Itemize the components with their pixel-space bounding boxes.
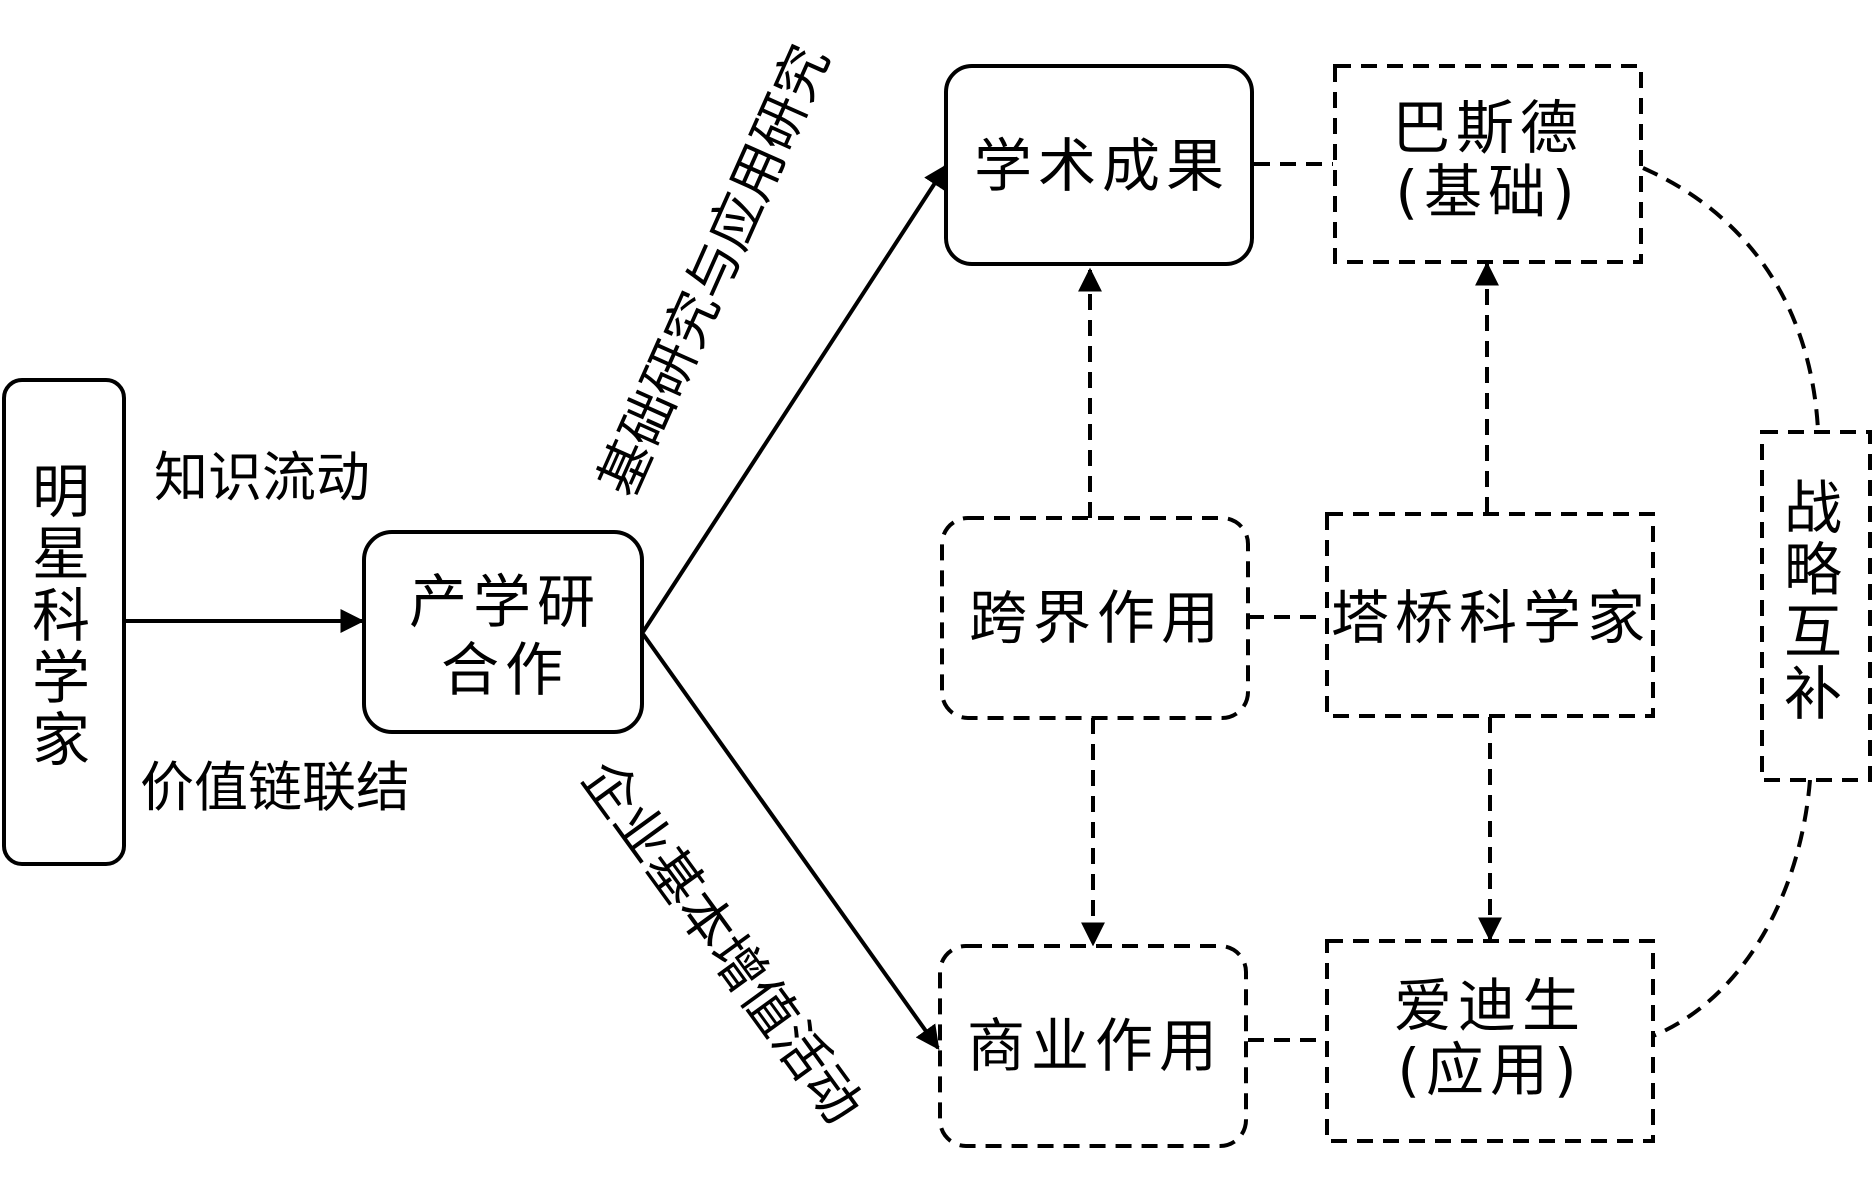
node-academic-output	[944, 64, 1254, 266]
node-pasteur-line1: 巴斯德	[1392, 94, 1584, 162]
node-iur-cooperation-line2: 合作	[441, 636, 569, 704]
node-bridge-scientist-label: 塔桥科学家	[1331, 584, 1651, 652]
node-commercial-role	[938, 944, 1248, 1148]
node-pasteur-line2: (基础)	[1395, 158, 1580, 226]
node-strategic-complement-char-2: 略	[1784, 536, 1848, 604]
node-edison	[1325, 939, 1655, 1143]
arrow-iur-to-academic	[641, 163, 948, 634]
curve-pasteur-to-complement	[1642, 166, 1820, 431]
node-star-scientist-char-2: 星	[32, 520, 96, 588]
arrow-iur-to-commercial	[641, 632, 940, 1050]
label-basic-applied-research: 基础研究与应用研究	[586, 36, 841, 506]
node-iur-cooperation	[362, 530, 644, 734]
node-academic-output-label: 学术成果	[974, 132, 1230, 200]
node-cross-border	[940, 516, 1250, 720]
label-value-chain-link: 价值链联结	[140, 756, 410, 819]
node-bridge-scientist	[1325, 512, 1655, 718]
node-strategic-complement	[1760, 430, 1872, 782]
node-star-scientist-char-1: 明	[32, 458, 96, 526]
node-commercial-role-label: 商业作用	[967, 1012, 1223, 1080]
node-strategic-complement-char-3: 互	[1784, 598, 1848, 666]
node-edison-line2: (应用)	[1397, 1036, 1582, 1104]
node-star-scientist	[2, 378, 126, 866]
node-star-scientist-char-5: 家	[32, 706, 96, 774]
node-strategic-complement-char-1: 战	[1784, 474, 1848, 542]
label-knowledge-flow: 知识流动	[154, 446, 370, 509]
node-edison-line1: 爱迪生	[1394, 972, 1586, 1040]
node-cross-border-label: 跨界作用	[969, 584, 1225, 652]
node-pasteur	[1333, 64, 1643, 264]
node-iur-cooperation-line1: 产学研	[409, 568, 601, 636]
curve-complement-to-edison	[1652, 779, 1812, 1038]
node-strategic-complement-char-4: 补	[1784, 660, 1848, 728]
node-star-scientist-char-4: 学	[32, 644, 96, 712]
label-enterprise-value-activity: 企业基本增值活动	[569, 749, 874, 1136]
node-star-scientist-char-3: 科	[32, 582, 96, 650]
